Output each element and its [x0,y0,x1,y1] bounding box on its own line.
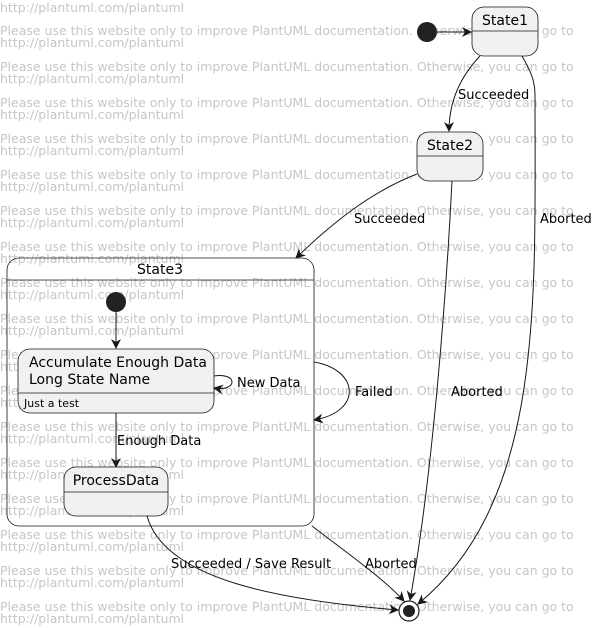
label-s1-aborted: Aborted [540,212,592,227]
watermark-url-line: http://plantuml.com/plantuml [0,323,185,338]
watermark-url-line: http://plantuml.com/plantuml [0,0,185,15]
watermark-notice-line: Please use this website only to improve … [0,599,574,614]
state-accumulate[interactable]: Accumulate Enough Data Long State Name J… [17,348,215,414]
watermark-url-line: http://plantuml.com/plantuml [0,287,185,302]
state2[interactable]: State2 [416,131,484,182]
watermark-url-line: http://plantuml.com/plantuml [0,251,185,266]
edge-state1-to-state2 [444,55,481,132]
edge-state2-to-state3 [295,173,418,259]
label-save-result: Succeeded / Save Result [171,557,331,572]
watermark-notice-line: Please use this website only to improve … [0,239,574,254]
watermark-url-line: http://plantuml.com/plantuml [0,107,185,122]
watermark-url-line: http://plantuml.com/plantuml [0,71,185,86]
watermark-url-line: http://plantuml.com/plantuml [0,611,185,626]
label-new-data: New Data [237,376,301,391]
watermark-url-line: http://plantuml.com/plantuml [0,143,185,158]
watermark-notice-line: Please use this website only to improve … [0,59,574,74]
state1[interactable]: State1 [471,6,539,57]
watermark-notice-line: Please use this website only to improve … [0,419,574,434]
watermark-notice-line: Please use this website only to improve … [0,95,574,110]
watermark-notice-line: Please use this website only to improve … [0,311,574,326]
watermark-url-line: http://plantuml.com/plantuml [0,431,185,446]
initial-node [417,22,437,42]
watermark-notice-line: Please use this website only to improve … [0,203,574,218]
accumulate-description: Just a test [23,397,80,410]
watermark-url-line: http://plantuml.com/plantuml [0,35,185,50]
label-s2-aborted: Aborted [451,385,503,400]
watermark-url-line: http://plantuml.com/plantuml [0,179,185,194]
edge-state1-aborted [417,55,536,605]
inner-initial-node [106,292,126,312]
edge-new-data [213,374,233,395]
label-s2-succeeded: Succeeded [354,212,425,227]
state2-title: State2 [427,138,473,154]
state1-title: State1 [482,13,528,29]
final-node [398,600,420,622]
edge-state2-aborted [406,180,453,601]
watermark-notice-line: Please use this website only to improve … [0,527,574,542]
label-s3-aborted: Aborted [365,557,417,572]
label-s3-failed: Failed [355,385,393,400]
watermark-url-line: http://plantuml.com/plantuml [0,575,185,590]
watermark-notice-line: Please use this website only to improve … [0,563,574,578]
edge-state3-aborted [311,525,405,602]
state3-title: State3 [137,262,183,278]
accumulate-title-line2: Long State Name [29,372,150,388]
watermark-url-line: http://plantuml.com/plantuml [0,539,185,554]
label-enough-data: Enough Data [117,434,201,449]
watermark-notice-line: Please use this website only to improve … [0,275,574,290]
processdata-title: ProcessData [73,473,160,489]
label-s1-succeeded: Succeeded [458,88,529,103]
watermark-url-line: http://plantuml.com/plantuml [0,215,185,230]
edge-state3-failed [313,361,350,424]
state-processdata[interactable]: ProcessData [63,466,169,517]
state3[interactable]: State3 [6,257,315,527]
edge-save-result [146,515,399,615]
accumulate-title-line1: Accumulate Enough Data [29,355,207,371]
